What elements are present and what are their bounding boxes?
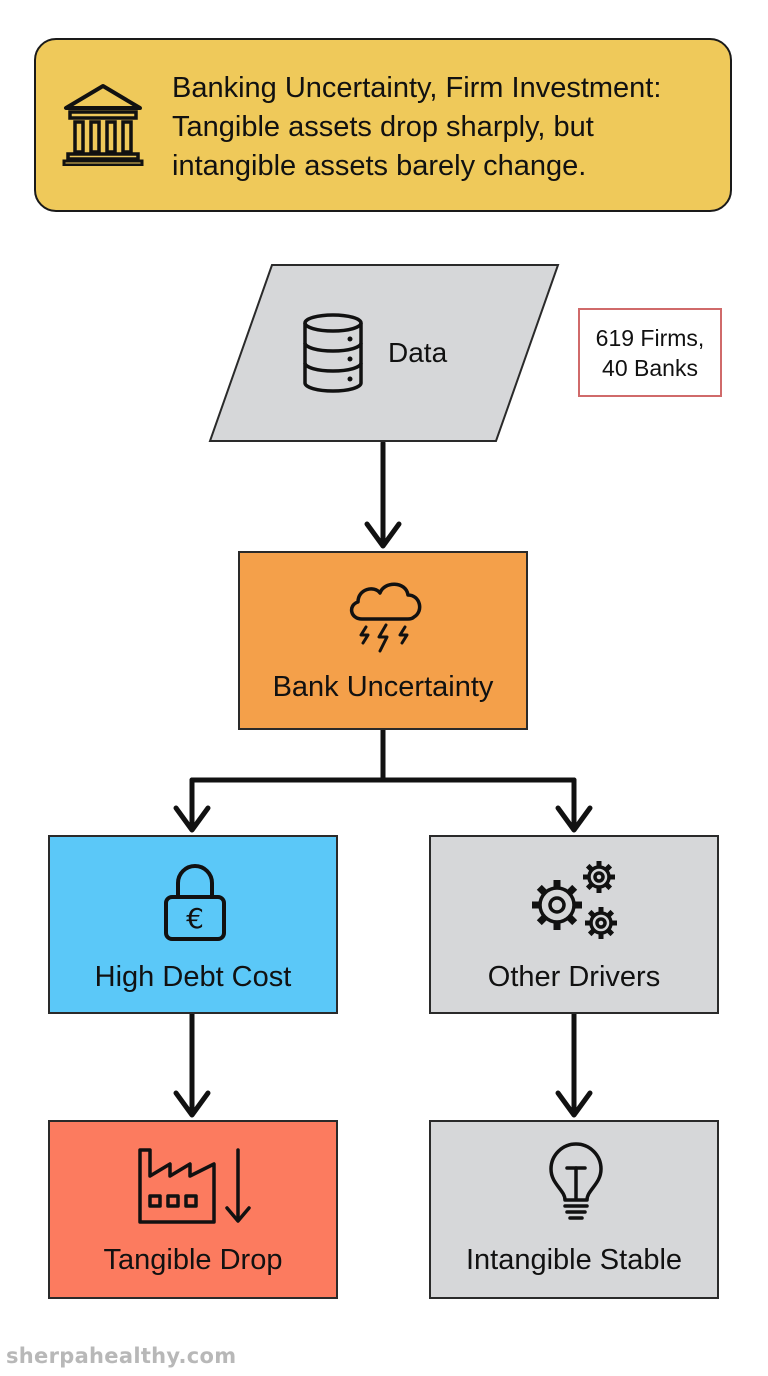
arrowhead-to-other xyxy=(555,805,593,833)
bank-uncertainty-node: Bank Uncertainty xyxy=(238,551,528,730)
title-line-3: intangible assets barely change. xyxy=(172,150,587,182)
lightbulb-icon xyxy=(549,1142,603,1220)
storm-cloud-icon xyxy=(349,582,422,653)
title-banner: Banking Uncertainty, Firm Investment: Ta… xyxy=(34,38,732,212)
title-line-1: Banking Uncertainty, Firm Investment: xyxy=(172,72,662,104)
bank-uncertainty-label: Bank Uncertainty xyxy=(272,671,494,703)
euro-lock-icon: € xyxy=(164,864,226,941)
sample-size-note: 619 Firms, 40 Banks xyxy=(578,308,722,397)
note-line-2: 40 Banks xyxy=(602,355,698,381)
arrowhead-debt-to-tangible xyxy=(173,1090,211,1118)
watermark-text: sherpahealthy.com xyxy=(6,1344,237,1368)
data-node: Data xyxy=(208,263,560,443)
intangible-stable-node: Intangible Stable xyxy=(429,1120,719,1299)
data-parallelogram xyxy=(208,264,560,442)
high-debt-cost-label: High Debt Cost xyxy=(94,961,292,993)
title-text: Banking Uncertainty, Firm Investment: Ta… xyxy=(172,69,728,186)
arrowhead-data-to-bank xyxy=(364,521,402,549)
gears-icon xyxy=(532,861,617,939)
intangible-stable-label: Intangible Stable xyxy=(465,1244,683,1276)
arrowhead-other-to-intangible xyxy=(555,1090,593,1118)
database-icon xyxy=(303,313,363,393)
bank-building-icon xyxy=(62,84,144,166)
other-drivers-label: Other Drivers xyxy=(487,961,661,993)
high-debt-cost-node: € High Debt Cost xyxy=(48,835,338,1014)
svg-text:€: € xyxy=(186,902,204,935)
title-line-2: Tangible assets drop sharply, but xyxy=(172,111,594,143)
arrowhead-to-debt xyxy=(173,805,211,833)
note-line-1: 619 Firms, xyxy=(595,325,705,351)
tangible-drop-label: Tangible Drop xyxy=(103,1244,283,1276)
other-drivers-node: Other Drivers xyxy=(429,835,719,1014)
factory-down-arrow-icon xyxy=(138,1148,251,1224)
data-label: Data xyxy=(388,337,448,368)
tangible-drop-node: Tangible Drop xyxy=(48,1120,338,1299)
